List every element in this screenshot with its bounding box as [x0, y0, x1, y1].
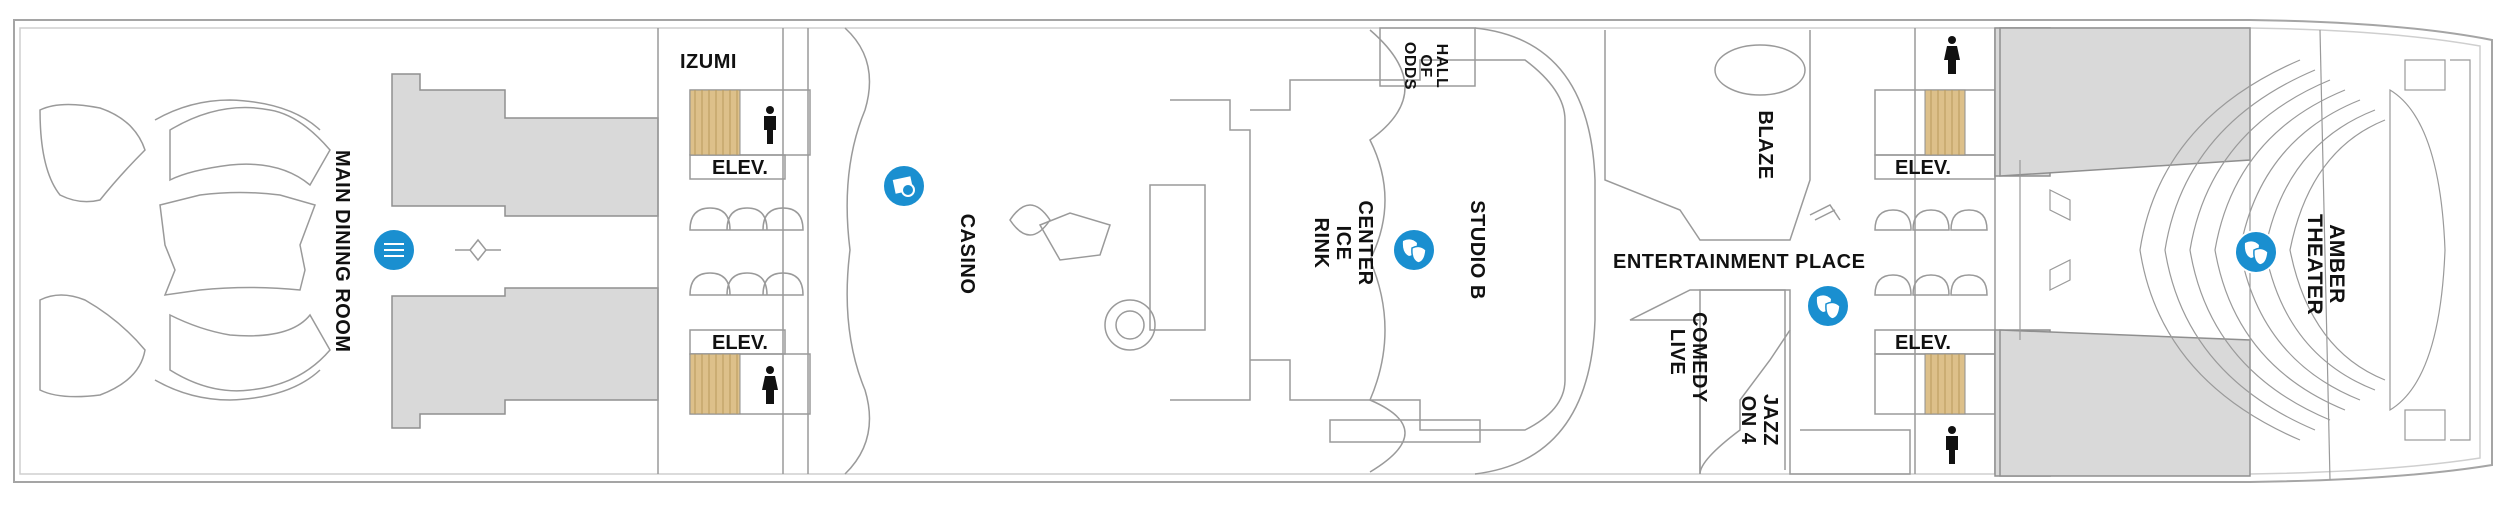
fork-knife-icon	[372, 228, 416, 272]
stairs-1	[689, 89, 741, 156]
stairs-2	[689, 353, 741, 415]
woman-restroom-icon	[762, 366, 778, 404]
man-restroom-icon	[1946, 426, 1958, 464]
elevator-label: ELEV.	[712, 157, 768, 179]
entertainment-place-label: ENTERTAINMENT PLACE	[1613, 251, 1866, 273]
casino-label: CASINO	[956, 213, 978, 295]
elevator-label: ELEV.	[712, 332, 768, 354]
woman-restroom-icon	[1944, 36, 1960, 74]
hall-of-odds-line-3: ODDS	[1401, 41, 1418, 91]
service-area-aft-2	[391, 287, 659, 429]
hall-of-odds-line-1: HALL	[1433, 43, 1450, 89]
elevator-label: ELEV.	[1895, 157, 1951, 179]
hall-of-odds-line-2: OF	[1417, 54, 1434, 78]
casino-chips-icon	[882, 164, 926, 208]
hall-of-odds-label: HALL OF ODDS	[1401, 36, 1450, 96]
ice-rink-layout	[1250, 27, 1596, 475]
comedy-live-line-1: COMEDY	[1688, 312, 1710, 403]
center-ice-rink-line-1: CENTER	[1354, 200, 1376, 286]
theater-masks-icon	[1806, 284, 1850, 328]
center-ice-rink-line-3: RINK	[1310, 217, 1332, 269]
amber-theater-line-2: THEATER	[2303, 214, 2326, 316]
center-ice-rink-label: CENTER ICE RINK	[1310, 193, 1376, 293]
entertainment-layout	[1604, 30, 1911, 475]
jazz-on-4-label: JAZZ ON 4	[1737, 392, 1781, 448]
center-ice-rink-line-2: ICE	[1332, 225, 1354, 261]
comedy-live-label: COMEDY LIVE	[1666, 312, 1710, 403]
izumi-label: IZUMI	[680, 51, 737, 73]
elevator-label: ELEV.	[1895, 332, 1951, 354]
main-dining-room-label: MAIN DINING ROOM	[331, 150, 353, 353]
man-restroom-icon	[764, 106, 776, 144]
amber-theater-line-1: AMBER	[2325, 224, 2348, 304]
comedy-live-line-2: LIVE	[1666, 328, 1688, 376]
dining-room-layout	[39, 99, 331, 401]
casino-layout	[844, 27, 1406, 475]
jazz-on-4-line-2: ON 4	[1737, 395, 1759, 445]
theater-masks-icon	[1392, 228, 1436, 272]
amber-theater-label: AMBER THEATER	[2303, 214, 2348, 316]
studio-b-label: STUDIO B	[1466, 200, 1488, 300]
theater-masks-icon	[2234, 230, 2278, 274]
jazz-on-4-line-1: JAZZ	[1759, 394, 1781, 446]
stair-steps	[694, 90, 738, 414]
blaze-label: BLAZE	[1754, 110, 1776, 180]
